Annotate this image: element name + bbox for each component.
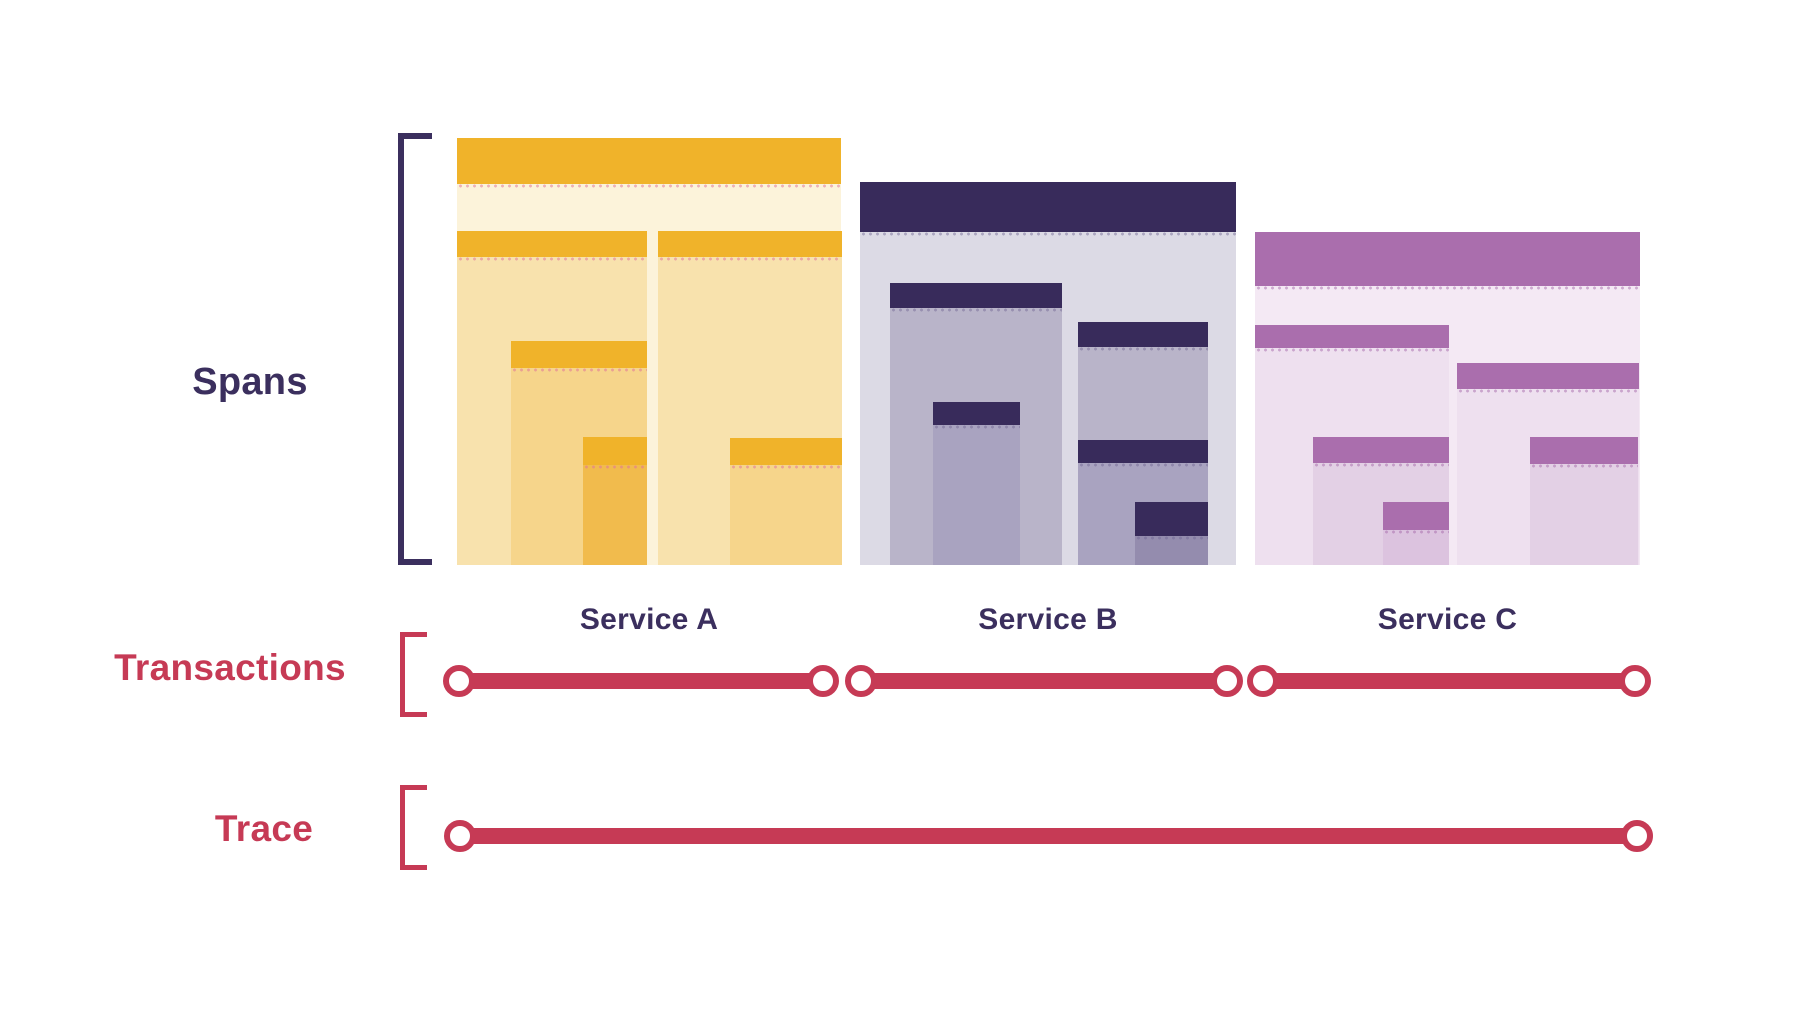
service-b-label: Service B [978,603,1118,636]
spans-bracket-line [398,133,404,565]
service-b-greatgrandchild-span-header [1135,502,1208,540]
service-c-grandchild-span-1-header [1313,437,1449,467]
service-c-child-span-1-header [1255,325,1449,352]
trace-end-dot [1621,820,1653,852]
service-a-grandchild-span-2-header [730,438,842,469]
transaction-b-start-dot [845,665,877,697]
transactions-bracket-top-cap [400,632,427,637]
trace-bracket-bottom-cap [400,865,427,870]
service-a-child-span-2-header [658,231,842,261]
transaction-b-end-dot [1211,665,1243,697]
service-a-child-span-1-header [457,231,647,261]
spans-bracket-bottom-cap [398,559,432,565]
service-b-root-span-header [860,182,1236,236]
service-a-label: Service A [579,603,719,636]
service-b-grandchild-span-1-body [933,425,1020,565]
service-c-greatgrandchild-span-body [1383,530,1449,565]
service-c-label: Service C [1377,603,1518,636]
transaction-c-end-dot [1619,665,1651,697]
service-c-grandchild-span-2-header [1530,437,1638,468]
service-a-greatgrandchild-span-body [583,465,647,565]
transaction-a-start-dot [443,665,475,697]
spans-label: Spans [192,361,308,403]
service-b-grandchild-span-2-header [1078,440,1208,467]
service-b-grandchild-span-1-header [933,402,1020,429]
service-c-child-span-2-header [1457,363,1639,393]
service-c-grandchild-span-2-body [1530,464,1638,565]
transaction-c-start-dot [1247,665,1279,697]
trace-start-dot [444,820,476,852]
service-a-root-span-header [457,138,841,188]
trace-bracket-top-cap [400,785,427,790]
service-a-grandchild-span-1-header [511,341,647,372]
trace-bracket-line [400,785,405,870]
transactions-label: Transactions [114,647,346,688]
service-a-greatgrandchild-span-header [583,437,647,469]
trace-line [460,828,1637,844]
service-a-grandchild-span-2-body [730,465,842,565]
service-c-greatgrandchild-span-header [1383,502,1449,534]
service-b-child-span-2-header [1078,322,1208,351]
service-b-greatgrandchild-span-body [1135,536,1208,565]
spans-bracket-top-cap [398,133,432,139]
transaction-a-end-dot [807,665,839,697]
transactions-bracket-bottom-cap [400,712,427,717]
service-c-root-span-header [1255,232,1640,290]
transactions-bracket-line [400,632,405,717]
transaction-a-line [459,673,823,689]
service-b-child-span-1-header [890,283,1062,312]
trace-label: Trace [214,808,314,849]
transaction-b-line [861,673,1227,689]
transaction-c-line [1263,673,1635,689]
